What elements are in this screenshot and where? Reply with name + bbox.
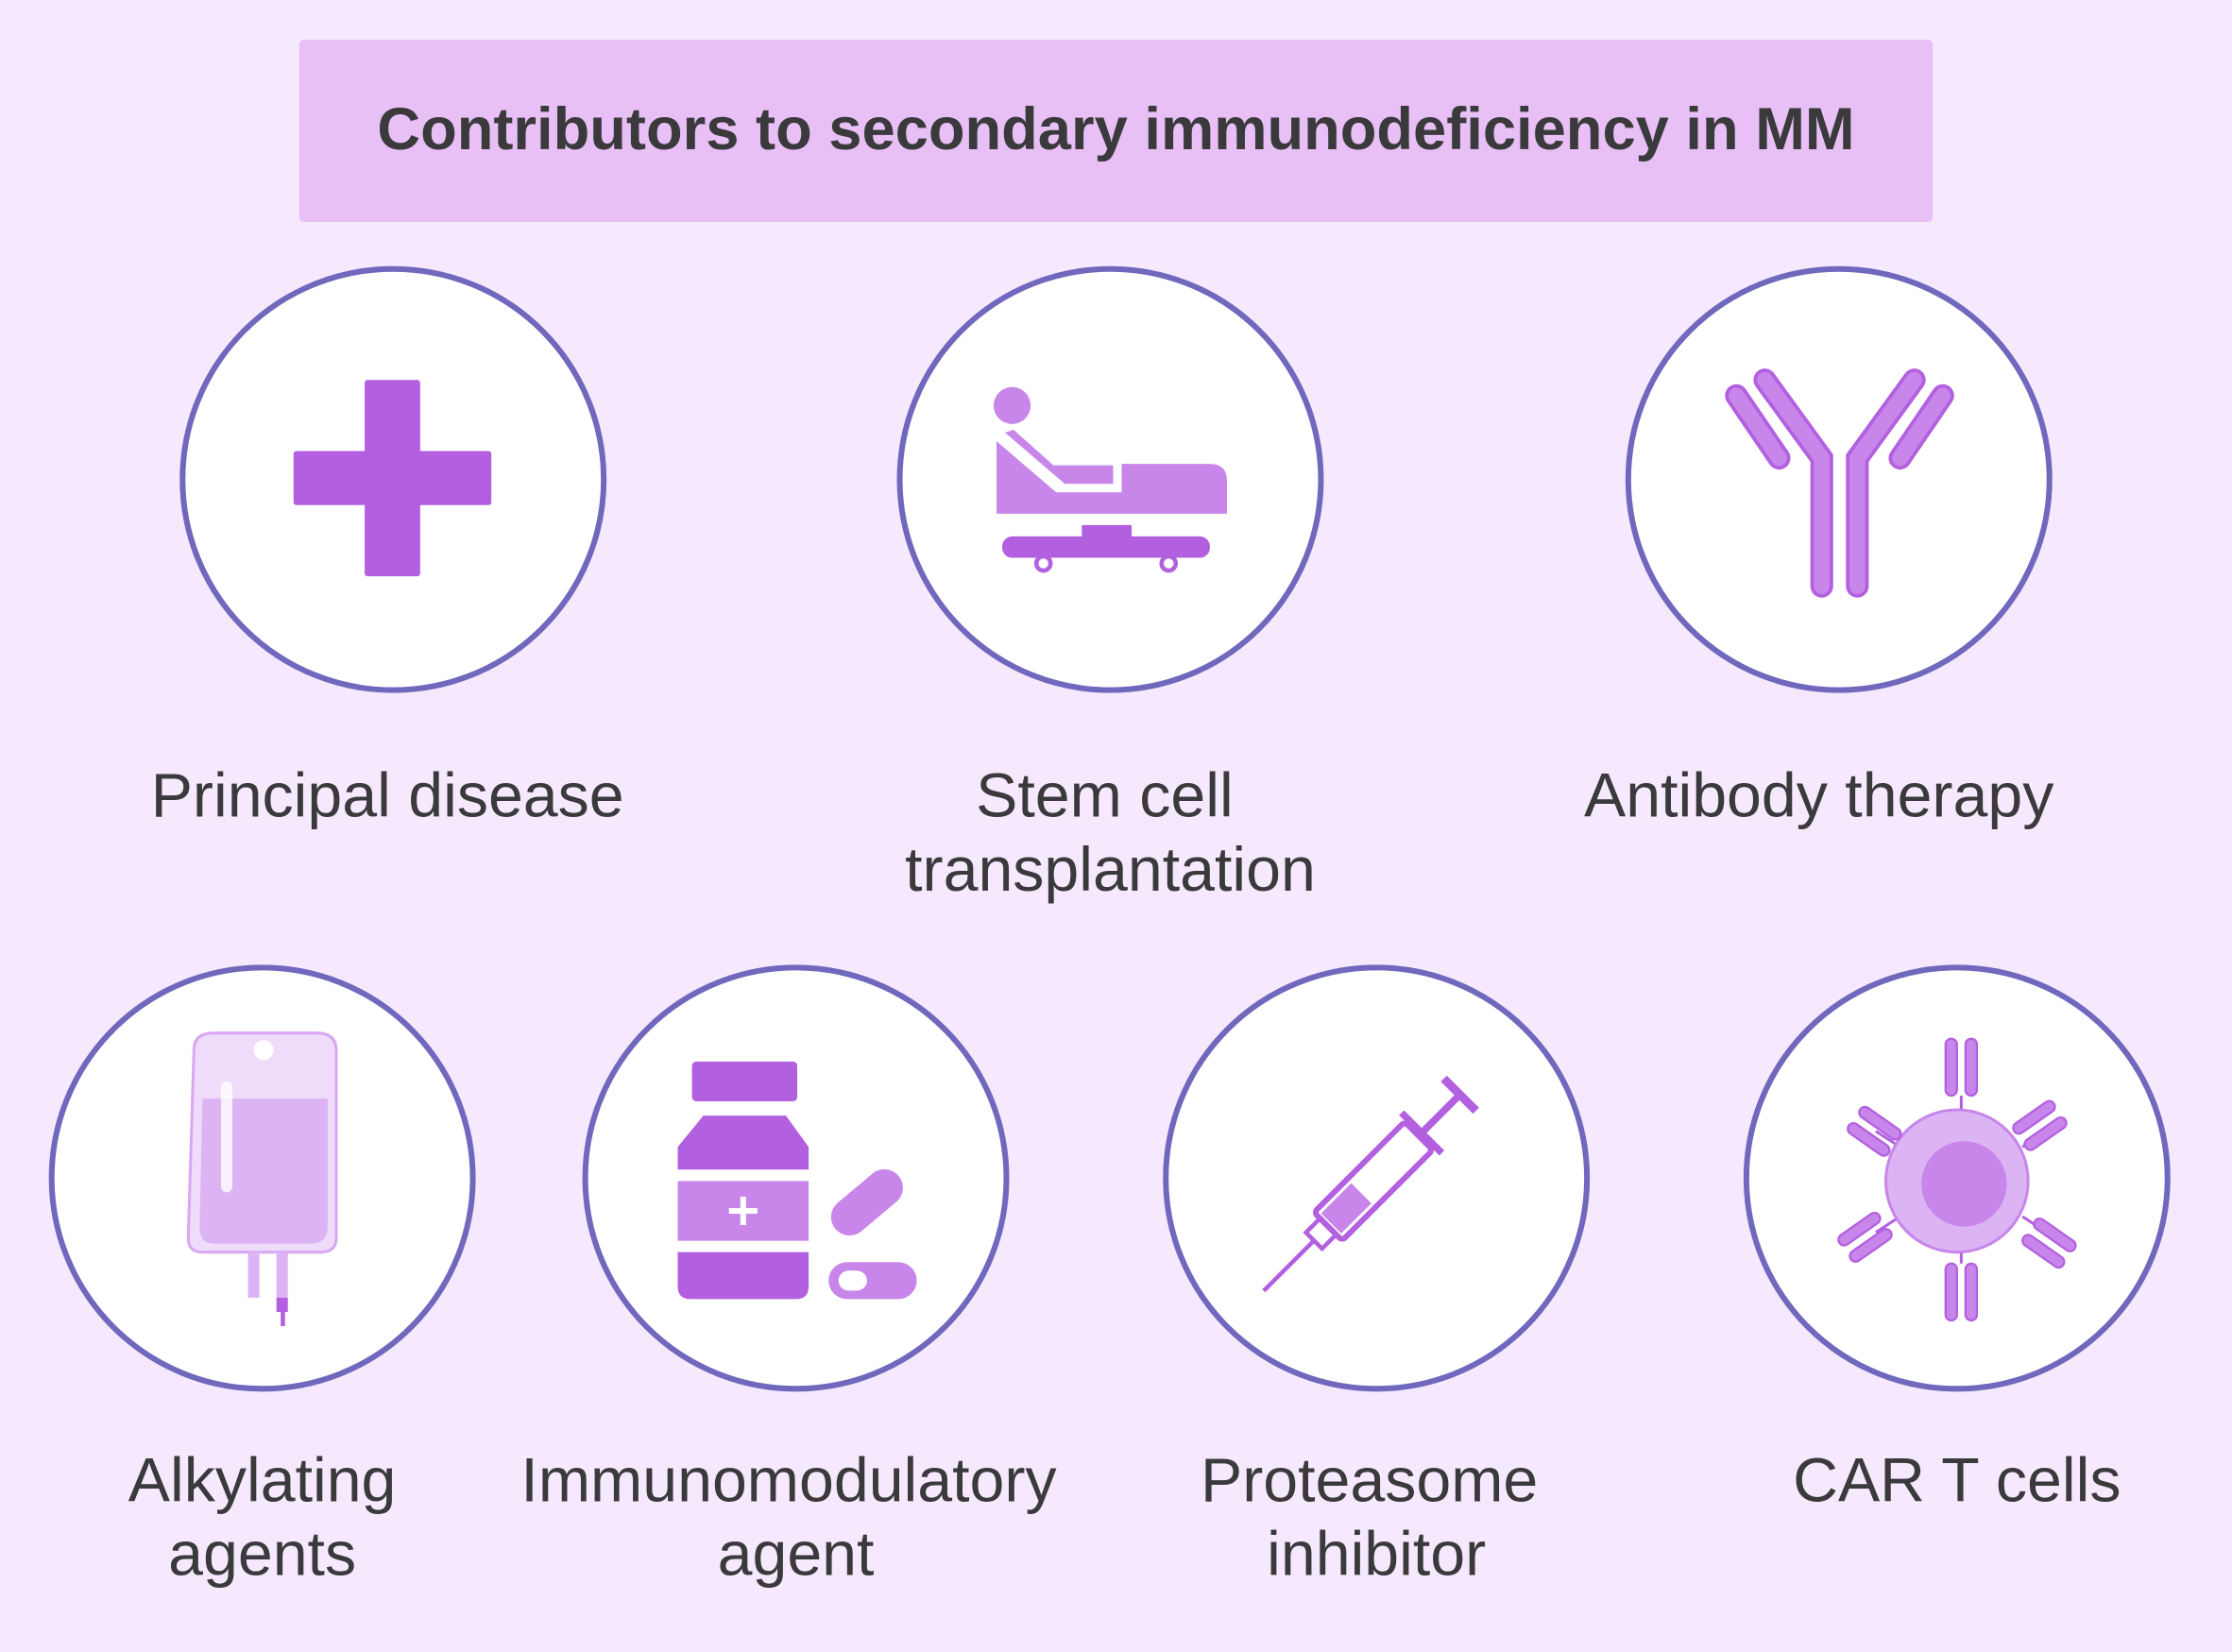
item-label: transplantation [905,835,1316,905]
svg-text:inhibitor: inhibitor [1267,1520,1486,1590]
item-label: Immunomodulatory [520,1445,1056,1515]
item-label: Proteasome [1201,1445,1538,1515]
item-antibody-therapy: Antibody therapy [1584,265,2053,831]
item-label: Stem cell [976,761,1234,831]
item-label: inhibitor [1267,1520,1486,1590]
item-label: Alkylating [128,1445,397,1515]
car-t-cell-icon [1837,1037,2077,1322]
syringe-icon [1262,1075,1479,1293]
svg-text:Immunomodulatory: Immunomodulatory [520,1445,1056,1515]
svg-text:Stem cell: Stem cell [976,761,1234,831]
svg-text:Principal disease: Principal disease [151,761,624,831]
svg-text:Alkylating: Alkylating [128,1445,397,1515]
svg-text:agent: agent [718,1520,875,1590]
svg-text:Proteasome: Proteasome [1201,1445,1538,1515]
iv-bag-icon [186,1031,338,1327]
medical-cross-icon [293,380,492,577]
svg-text:transplantation: transplantation [905,835,1316,905]
item-label: agents [168,1520,356,1590]
item-label: Principal disease [151,761,624,831]
item-stem-cell-transplantation: Stem cell transplantation [896,265,1324,905]
svg-text:agents: agents [168,1520,356,1590]
patient-bed-icon [993,386,1228,573]
svg-text:Antibody therapy: Antibody therapy [1584,761,2053,831]
item-label: Antibody therapy [1584,761,2053,831]
item-label: agent [718,1520,875,1590]
pill-bottle-icon [677,1061,917,1300]
title-banner: Contributors to secondary immunodeficien… [298,40,1934,223]
item-immunomodulatory-agent: Immunomodulatory agent [520,964,1057,1590]
item-principal-disease: Principal disease [151,265,624,831]
title: Contributors to secondary immunodeficien… [377,96,1854,162]
antibody-icon [1725,368,1954,598]
item-proteasome-inhibitor: Proteasome inhibitor [1163,964,1591,1590]
item-label: CAR T cells [1793,1445,2121,1515]
item-car-t-cells: CAR T cells [1743,964,2171,1515]
item-alkylating-agents: Alkylating agents [48,964,476,1590]
svg-text:CAR T cells: CAR T cells [1793,1445,2121,1515]
